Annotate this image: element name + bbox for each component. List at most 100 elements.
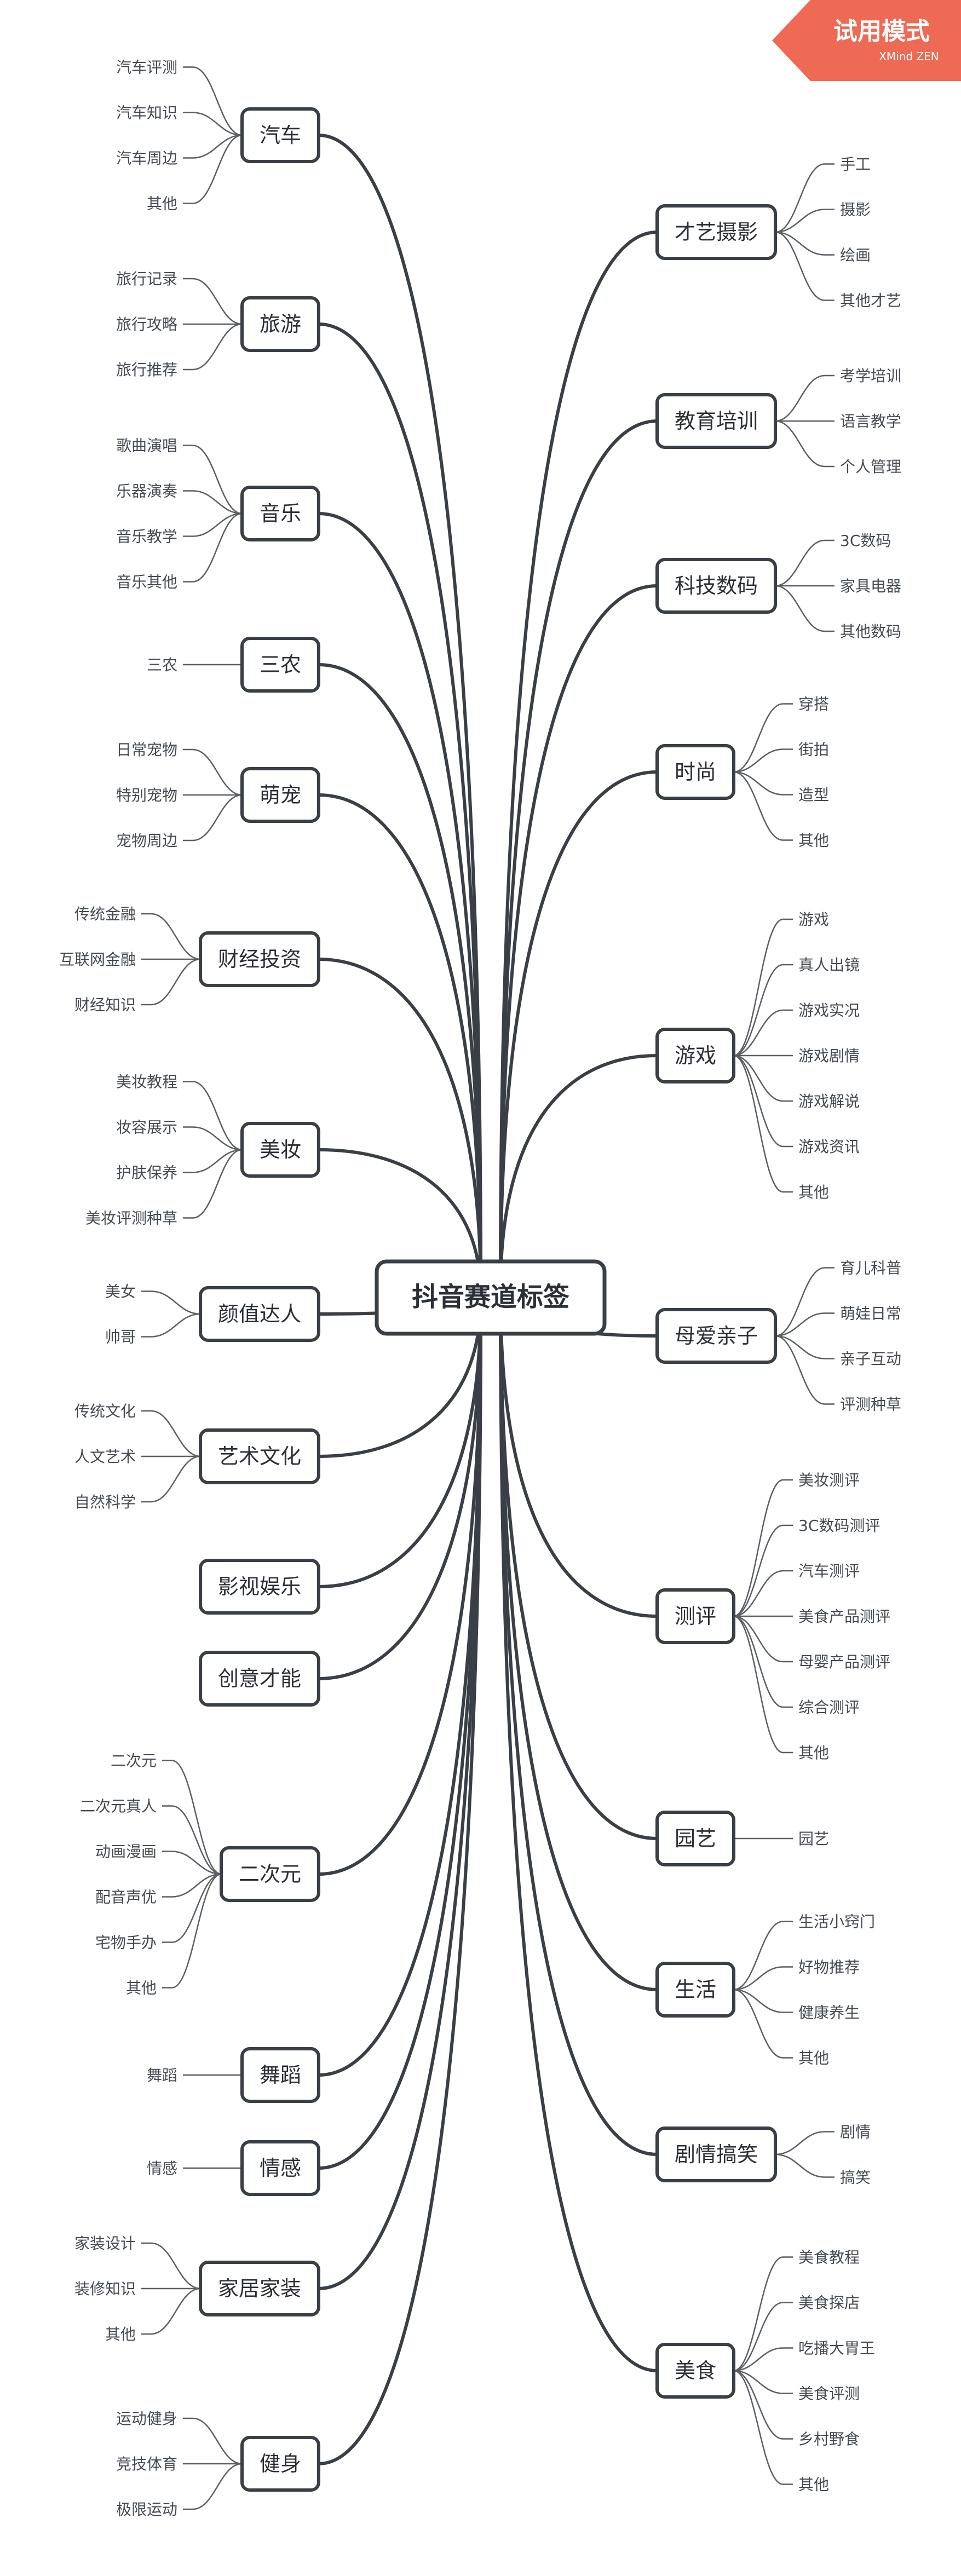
leaf-topic[interactable]: 美妆教程 <box>116 1073 177 1091</box>
leaf-topic[interactable]: 游戏解说 <box>798 1092 860 1110</box>
leaf-topic[interactable]: 萌娃日常 <box>840 1305 901 1323</box>
leaf-topic[interactable]: 造型 <box>798 786 829 804</box>
leaf-topic[interactable]: 情感 <box>147 2159 177 2177</box>
branch-topic[interactable]: 教育培训 <box>655 393 777 449</box>
leaf-topic[interactable]: 游戏资讯 <box>798 1138 860 1156</box>
branch-topic[interactable]: 美妆 <box>240 1122 320 1178</box>
branch-topic[interactable]: 情感 <box>240 2140 320 2196</box>
leaf-topic[interactable]: 宅物手办 <box>95 1934 157 1952</box>
leaf-topic[interactable]: 真人出镜 <box>798 956 860 974</box>
branch-topic[interactable]: 萌宠 <box>240 767 320 823</box>
leaf-topic[interactable]: 其他 <box>798 1744 829 1762</box>
leaf-topic[interactable]: 运动健身 <box>116 2410 177 2428</box>
leaf-topic[interactable]: 好物推荐 <box>798 1958 860 1976</box>
leaf-topic[interactable]: 家装设计 <box>74 2234 136 2252</box>
leaf-topic[interactable]: 互联网金融 <box>59 950 136 969</box>
branch-topic[interactable]: 才艺摄影 <box>655 204 777 260</box>
leaf-topic[interactable]: 游戏剧情 <box>798 1047 860 1065</box>
leaf-topic[interactable]: 人文艺术 <box>74 1448 136 1466</box>
leaf-topic[interactable]: 二次元真人 <box>80 1797 157 1816</box>
leaf-topic[interactable]: 美食评测 <box>798 2385 860 2403</box>
leaf-topic[interactable]: 特别宠物 <box>116 786 177 804</box>
leaf-topic[interactable]: 其他 <box>147 195 177 213</box>
leaf-topic[interactable]: 竞技体育 <box>116 2455 177 2473</box>
leaf-topic[interactable]: 美妆测评 <box>798 1471 860 1489</box>
leaf-topic[interactable]: 音乐教学 <box>116 528 177 546</box>
leaf-topic[interactable]: 旅行记录 <box>116 270 177 288</box>
branch-topic[interactable]: 汽车 <box>240 107 320 163</box>
leaf-topic[interactable]: 母婴产品测评 <box>798 1653 890 1671</box>
leaf-topic[interactable]: 音乐其他 <box>116 573 177 591</box>
leaf-topic[interactable]: 美食产品测评 <box>798 1607 890 1626</box>
branch-topic[interactable]: 家居家装 <box>199 2261 320 2316</box>
leaf-topic[interactable]: 美食教程 <box>798 2249 860 2267</box>
leaf-topic[interactable]: 传统金融 <box>74 905 136 923</box>
leaf-topic[interactable]: 汽车周边 <box>116 149 177 168</box>
leaf-topic[interactable]: 动画漫画 <box>95 1843 157 1861</box>
leaf-topic[interactable]: 生活小窍门 <box>798 1913 875 1931</box>
leaf-topic[interactable]: 穿搭 <box>798 695 829 713</box>
branch-topic[interactable]: 影视娱乐 <box>199 1559 320 1615</box>
leaf-topic[interactable]: 美妆评测种草 <box>85 1209 177 1228</box>
leaf-topic[interactable]: 日常宠物 <box>116 741 177 759</box>
leaf-topic[interactable]: 汽车评测 <box>116 59 177 77</box>
branch-topic[interactable]: 生活 <box>655 1962 735 2018</box>
leaf-topic[interactable]: 其他 <box>798 2476 829 2494</box>
leaf-topic[interactable]: 其他 <box>126 1979 157 1997</box>
leaf-topic[interactable]: 游戏 <box>798 910 829 929</box>
leaf-topic[interactable]: 健康养生 <box>798 2004 860 2022</box>
branch-topic[interactable]: 艺术文化 <box>199 1428 320 1484</box>
branch-topic[interactable]: 美食 <box>655 2343 735 2399</box>
branch-topic[interactable]: 颜值达人 <box>199 1286 320 1342</box>
leaf-topic[interactable]: 游戏实况 <box>798 1001 860 1019</box>
leaf-topic[interactable]: 其他数码 <box>840 623 901 641</box>
leaf-topic[interactable]: 3C数码 <box>840 532 891 550</box>
branch-topic[interactable]: 旅游 <box>240 296 320 352</box>
leaf-topic[interactable]: 吃播大胃王 <box>798 2339 875 2358</box>
leaf-topic[interactable]: 乐器演奏 <box>116 482 177 500</box>
leaf-topic[interactable]: 其他 <box>105 2325 136 2343</box>
branch-topic[interactable]: 二次元 <box>220 1846 320 1902</box>
leaf-topic[interactable]: 歌曲演唱 <box>116 437 177 455</box>
leaf-topic[interactable]: 其他 <box>798 832 829 850</box>
leaf-topic[interactable]: 综合测评 <box>798 1698 860 1716</box>
leaf-topic[interactable]: 装修知识 <box>74 2280 136 2298</box>
leaf-topic[interactable]: 自然科学 <box>74 1493 136 1511</box>
leaf-topic[interactable]: 街拍 <box>798 741 829 759</box>
leaf-topic[interactable]: 绘画 <box>840 246 871 264</box>
branch-topic[interactable]: 音乐 <box>240 486 320 541</box>
leaf-topic[interactable]: 园艺 <box>798 1830 829 1848</box>
leaf-topic[interactable]: 考学培训 <box>840 367 901 385</box>
leaf-topic[interactable]: 3C数码测评 <box>798 1517 880 1535</box>
leaf-topic[interactable]: 摄影 <box>840 201 871 219</box>
branch-topic[interactable]: 舞蹈 <box>240 2047 320 2103</box>
leaf-topic[interactable]: 配音声优 <box>95 1888 157 1906</box>
leaf-topic[interactable]: 其他才艺 <box>840 292 901 310</box>
leaf-topic[interactable]: 舞蹈 <box>147 2066 177 2084</box>
branch-topic[interactable]: 财经投资 <box>199 931 320 987</box>
leaf-topic[interactable]: 传统文化 <box>74 1402 136 1420</box>
leaf-topic[interactable]: 其他 <box>798 2049 829 2067</box>
leaf-topic[interactable]: 汽车测评 <box>798 1562 860 1580</box>
branch-topic[interactable]: 母爱亲子 <box>655 1308 777 1364</box>
leaf-topic[interactable]: 乡村野食 <box>798 2430 860 2448</box>
leaf-topic[interactable]: 家具电器 <box>840 577 901 595</box>
leaf-topic[interactable]: 三农 <box>147 656 177 674</box>
leaf-topic[interactable]: 二次元 <box>111 1752 157 1770</box>
leaf-topic[interactable]: 评测种草 <box>840 1396 901 1414</box>
leaf-topic[interactable]: 财经知识 <box>74 996 136 1014</box>
branch-topic[interactable]: 园艺 <box>655 1811 735 1866</box>
branch-topic[interactable]: 科技数码 <box>655 558 777 614</box>
branch-topic[interactable]: 剧情搞笑 <box>655 2127 777 2182</box>
leaf-topic[interactable]: 帅哥 <box>105 1328 136 1346</box>
trial-mode-badge[interactable]: 试用模式 XMind ZEN <box>772 0 961 81</box>
leaf-topic[interactable]: 极限运动 <box>116 2500 177 2519</box>
branch-topic[interactable]: 游戏 <box>655 1028 735 1084</box>
leaf-topic[interactable]: 美食探店 <box>798 2294 860 2312</box>
leaf-topic[interactable]: 其他 <box>798 1183 829 1201</box>
leaf-topic[interactable]: 剧情 <box>840 2123 871 2141</box>
branch-topic[interactable]: 创意才能 <box>199 1651 320 1707</box>
branch-topic[interactable]: 测评 <box>655 1588 735 1644</box>
leaf-topic[interactable]: 美女 <box>105 1283 136 1301</box>
leaf-topic[interactable]: 护肤保养 <box>116 1164 177 1182</box>
